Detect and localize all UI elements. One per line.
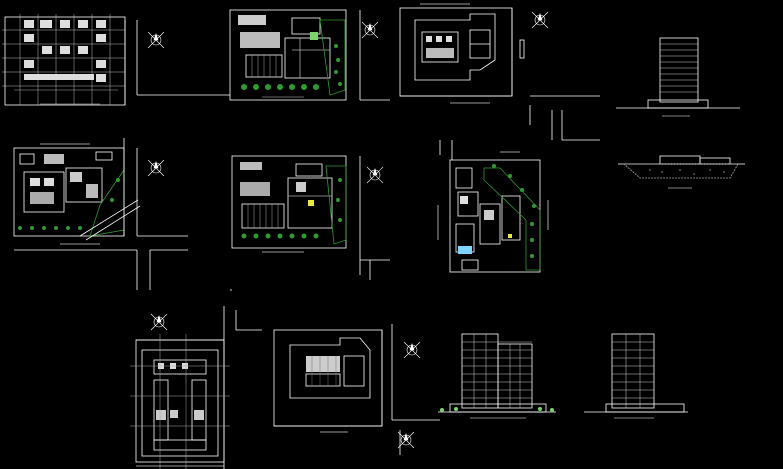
- north-arrow-icon: [147, 159, 165, 177]
- sheet-floor-plan-rotated: [437, 110, 600, 273]
- north-arrow-icon: [397, 431, 415, 449]
- sheet-site-plan-1: [2, 14, 188, 106]
- sheet-roof-plan-1: [399, 3, 600, 125]
- building-blocks: [24, 20, 106, 82]
- north-arrow-icon: [147, 31, 165, 49]
- north-arrow-icon: [361, 21, 379, 39]
- sheet-site-plan-2: [13, 138, 188, 290]
- sheet-ground-floor-plan-1: [188, 9, 390, 101]
- north-arrow-icon: [150, 313, 168, 331]
- sheet-tower-elevation-large-1: [438, 333, 556, 419]
- north-arrow-icon: [403, 341, 421, 359]
- sheet-ground-floor-plan-2: [230, 155, 390, 291]
- sheet-tower-elevation-large-2: [584, 333, 688, 419]
- north-arrow-icon: [366, 166, 384, 184]
- north-arrow-icon: [531, 11, 549, 29]
- sheet-tower-elevation-small: [616, 37, 740, 117]
- sheet-typical-floor-plan: [130, 306, 262, 469]
- sheet-tower-plan: [273, 324, 440, 455]
- sheet-site-section: [618, 155, 745, 189]
